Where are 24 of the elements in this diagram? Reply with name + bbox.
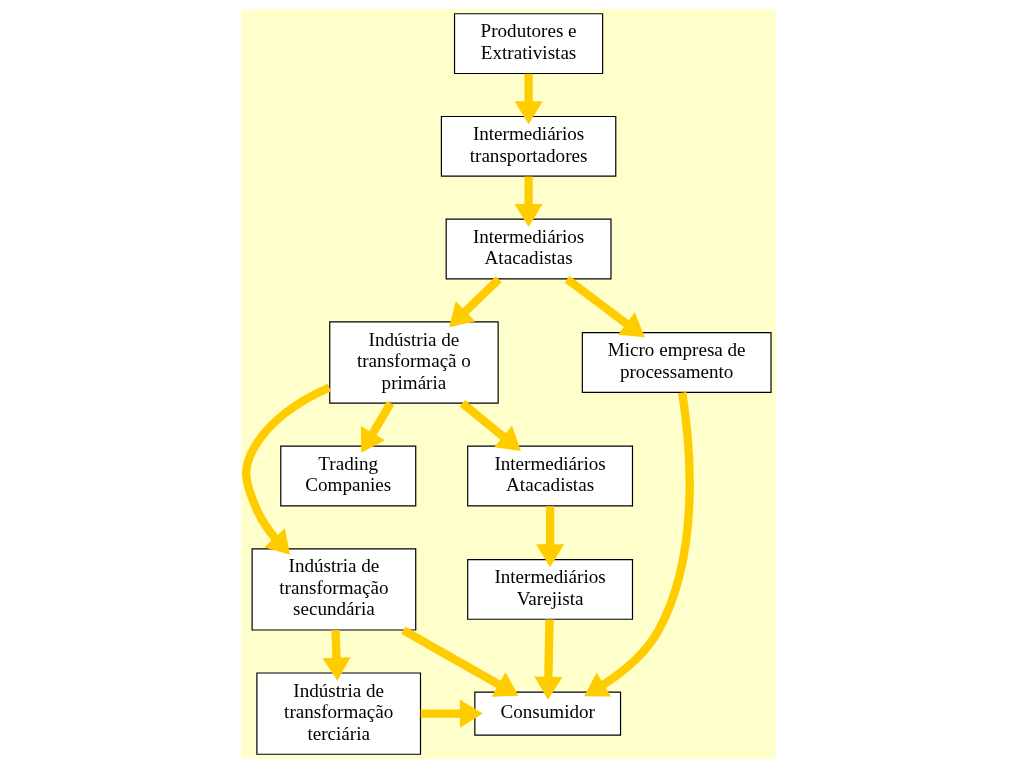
node-box: Intermediários transportadores	[440, 115, 617, 177]
node-box: Micro empresa de processamento	[581, 331, 772, 393]
arrow	[514, 73, 543, 124]
node-box: Consumidor	[474, 691, 622, 736]
arrow	[449, 275, 502, 327]
node-box: Indústria de transformação secundária	[251, 547, 417, 631]
arrow	[459, 399, 521, 451]
arrow	[564, 275, 645, 337]
node-box: Indústria de transformação terciária	[256, 671, 422, 755]
node-box: Indústria de transformaçã o primária	[329, 320, 499, 404]
arrow	[420, 699, 483, 728]
arrow	[322, 629, 351, 681]
arrow	[242, 383, 332, 555]
node-box: Produtores e Extrativistas	[453, 12, 604, 74]
arrow	[401, 626, 519, 697]
node-box: Intermediários Atacadistas	[467, 445, 634, 506]
arrow	[536, 505, 565, 567]
arrow	[534, 618, 563, 700]
arrow	[584, 391, 694, 696]
node-box: Intermediários Atacadistas	[445, 218, 612, 279]
node-box: Trading Companies	[280, 445, 417, 506]
arrow	[514, 176, 543, 227]
node-box: Intermediários Varejista	[467, 558, 634, 620]
arrow	[360, 400, 395, 453]
